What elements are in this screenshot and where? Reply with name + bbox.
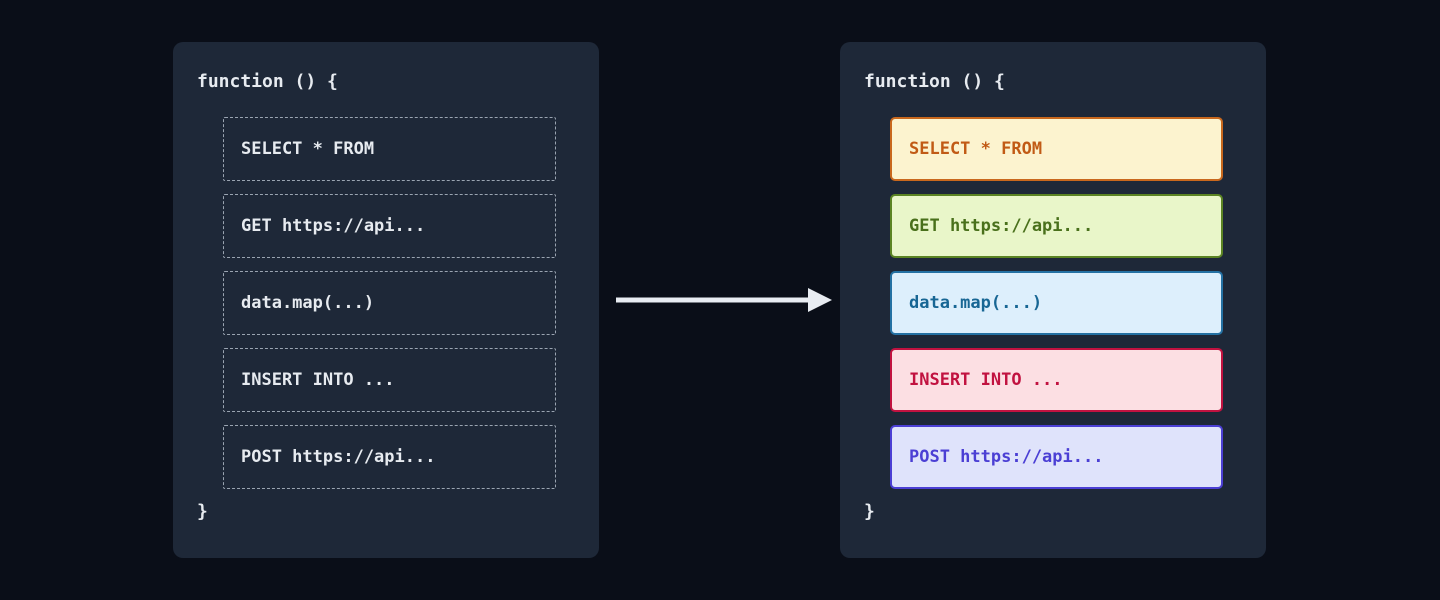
sql-insert-snippet-box: INSERT INTO ... bbox=[890, 348, 1223, 412]
http-post-snippet-box: POST https://api... bbox=[890, 425, 1223, 489]
code-snippet-label: INSERT INTO ... bbox=[241, 370, 395, 390]
code-snippet-label: POST https://api... bbox=[241, 447, 436, 467]
highlighted-snippet-list: SELECT * FROM GET https://api... data.ma… bbox=[890, 117, 1266, 489]
http-get-snippet-box: GET https://api... bbox=[890, 194, 1223, 258]
code-snippet-box: SELECT * FROM bbox=[223, 117, 556, 181]
code-snippet-label: GET https://api... bbox=[909, 216, 1094, 236]
code-snippet-label: data.map(...) bbox=[909, 293, 1043, 313]
code-snippet-box: data.map(...) bbox=[223, 271, 556, 335]
function-close-line: } bbox=[864, 501, 875, 522]
code-snippet-box: INSERT INTO ... bbox=[223, 348, 556, 412]
code-snippet-label: GET https://api... bbox=[241, 216, 426, 236]
plain-code-panel: function () { SELECT * FROM GET https://… bbox=[173, 42, 599, 558]
code-snippet-label: INSERT INTO ... bbox=[909, 370, 1063, 390]
function-close-line: } bbox=[197, 501, 208, 522]
code-snippet-label: POST https://api... bbox=[909, 447, 1104, 467]
code-snippet-box: GET https://api... bbox=[223, 194, 556, 258]
code-snippet-label: SELECT * FROM bbox=[909, 139, 1043, 159]
plain-snippet-list: SELECT * FROM GET https://api... data.ma… bbox=[223, 117, 599, 489]
transform-arrow-icon bbox=[612, 282, 832, 318]
function-open-line: function () { bbox=[864, 71, 1005, 92]
code-snippet-label: data.map(...) bbox=[241, 293, 375, 313]
sql-select-snippet-box: SELECT * FROM bbox=[890, 117, 1223, 181]
code-snippet-box: POST https://api... bbox=[223, 425, 556, 489]
function-open-line: function () { bbox=[197, 71, 338, 92]
highlighted-code-panel: function () { SELECT * FROM GET https://… bbox=[840, 42, 1266, 558]
code-snippet-label: SELECT * FROM bbox=[241, 139, 375, 159]
data-map-snippet-box: data.map(...) bbox=[890, 271, 1223, 335]
